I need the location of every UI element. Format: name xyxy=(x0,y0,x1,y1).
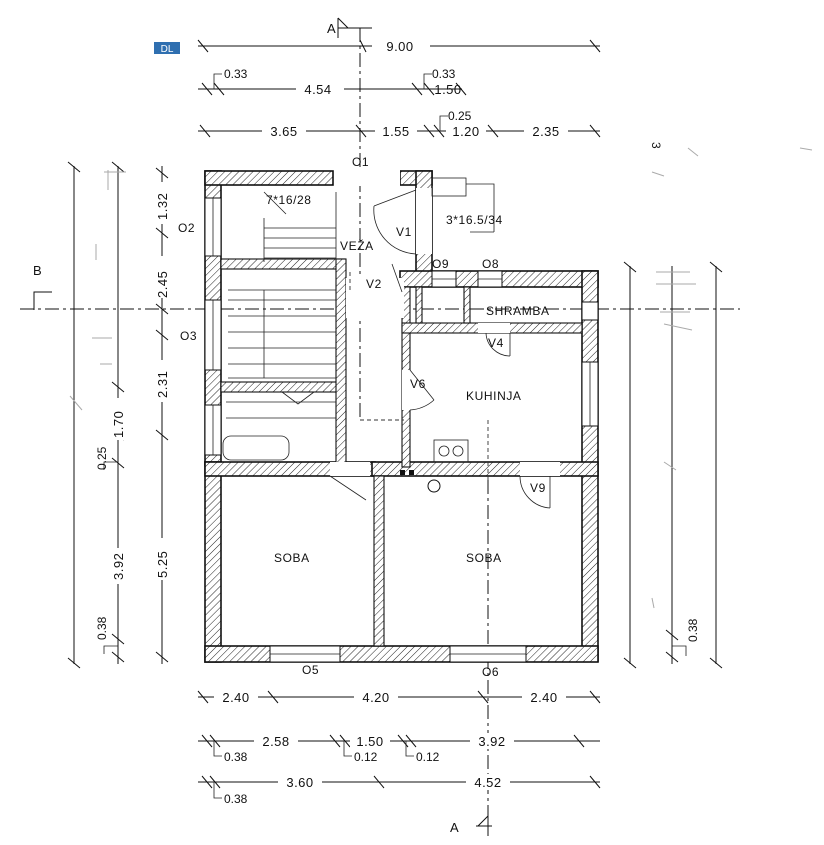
door-swings xyxy=(329,189,551,509)
dim-bottom-360: 3.60 xyxy=(286,775,313,790)
label-o2: O2 xyxy=(178,221,195,235)
svg-text:B: B xyxy=(33,263,42,278)
label-v4: V4 xyxy=(488,336,504,350)
stair-labels: 7*16/28 3*16.5/34 xyxy=(266,193,503,227)
section-mark-a-bottom: A xyxy=(450,815,492,836)
room-labels: VEŽA SHRAMBA KUHINJA SOBA SOBA xyxy=(274,238,550,565)
window-glazing xyxy=(212,198,591,655)
label-o9: O9 xyxy=(432,257,449,271)
svg-text:DL: DL xyxy=(161,44,174,55)
door-labels: V1 V2 V4 V6 V9 xyxy=(366,225,546,495)
dim-bottom-012-a: 0.12 xyxy=(354,750,378,764)
dim-top-454: 4.54 xyxy=(304,82,331,97)
dim-left-392: 3.92 xyxy=(111,553,126,580)
label-stair-entrance: 3*16.5/34 xyxy=(446,213,503,227)
dim-bottom-150: 1.50 xyxy=(356,734,383,749)
dim-top-wall-left: 0.33 xyxy=(224,67,248,81)
room-veza: VEŽA xyxy=(340,238,374,253)
top-dimension-chain: 9.00 0.33 4.54 0.33 1.50 3.65 1.55 0.25 … xyxy=(197,37,601,139)
dim-bottom-240-left: 2.40 xyxy=(222,690,249,705)
label-v1: V1 xyxy=(396,225,412,239)
bottom-dimension-chain: 2.40 4.20 2.40 2.58 1.50 3.92 0.38 0.12 … xyxy=(197,689,601,806)
label-o6: O6 xyxy=(482,665,499,679)
dim-left-025: 0.25 xyxy=(95,446,109,470)
dim-top-120: 1.20 xyxy=(452,124,479,139)
label-stair-main: 7*16/28 xyxy=(266,193,312,207)
right-dimension-chain: 0.38 3 xyxy=(623,142,813,669)
dim-bottom-452: 4.52 xyxy=(474,775,501,790)
dim-bottom-258: 2.58 xyxy=(262,734,289,749)
dim-left-525: 5.25 xyxy=(155,551,170,578)
dim-left-132: 1.32 xyxy=(155,193,170,220)
hidden-lines xyxy=(349,272,489,480)
opening-labels: O1 O2 O3 O5 O6 O8 O9 xyxy=(178,155,499,679)
dim-top-150: 1.50 xyxy=(434,82,461,97)
label-v2: V2 xyxy=(366,277,382,291)
dim-left-038: 0.38 xyxy=(95,616,109,640)
label-o5: O5 xyxy=(302,663,319,677)
dim-bottom-038-b: 0.38 xyxy=(224,792,248,806)
label-o3: O3 xyxy=(180,329,197,343)
room-soba-left: SOBA xyxy=(274,551,310,565)
label-o8: O8 xyxy=(482,257,499,271)
label-o1: O1 xyxy=(352,155,369,169)
dim-top-155: 1.55 xyxy=(382,124,409,139)
room-kuhinja: KUHINJA xyxy=(466,389,522,403)
room-shramba: SHRAMBA xyxy=(486,304,550,318)
section-mark-b: B xyxy=(33,263,52,310)
svg-text:A: A xyxy=(450,820,459,835)
label-v9: V9 xyxy=(530,481,546,495)
dim-top-235: 2.35 xyxy=(532,124,559,139)
staircase xyxy=(222,177,495,461)
dim-bottom-392: 3.92 xyxy=(478,734,505,749)
dim-top-total: 9.00 xyxy=(386,39,413,54)
logo-icon: DL xyxy=(154,42,180,55)
dim-left-231: 2.31 xyxy=(155,371,170,398)
dim-bottom-038-a: 0.38 xyxy=(224,750,248,764)
dim-right-038: 0.38 xyxy=(686,618,700,642)
dim-top-025: 0.25 xyxy=(448,109,472,123)
left-dimension-chain: 0.25 1.70 3.92 0.38 1.32 2.45 2.31 5.25 xyxy=(67,161,170,669)
dim-left-245: 2.45 xyxy=(155,271,170,298)
kitchen-stove-icon xyxy=(433,439,469,463)
dim-bottom-012-b: 0.12 xyxy=(416,750,440,764)
room-soba-right: SOBA xyxy=(466,551,502,565)
dim-left-170: 1.70 xyxy=(111,411,126,438)
svg-text:A: A xyxy=(327,21,336,36)
dim-top-wall-mid: 0.33 xyxy=(432,67,456,81)
dim-right-margin-3: 3 xyxy=(649,142,663,149)
label-v6: V6 xyxy=(410,377,426,391)
dim-bottom-240-right: 2.40 xyxy=(530,690,557,705)
dim-top-365: 3.65 xyxy=(270,124,297,139)
chimney-icon xyxy=(400,470,441,493)
dim-bottom-420: 4.20 xyxy=(362,690,389,705)
section-mark-a-top: A xyxy=(327,17,372,38)
